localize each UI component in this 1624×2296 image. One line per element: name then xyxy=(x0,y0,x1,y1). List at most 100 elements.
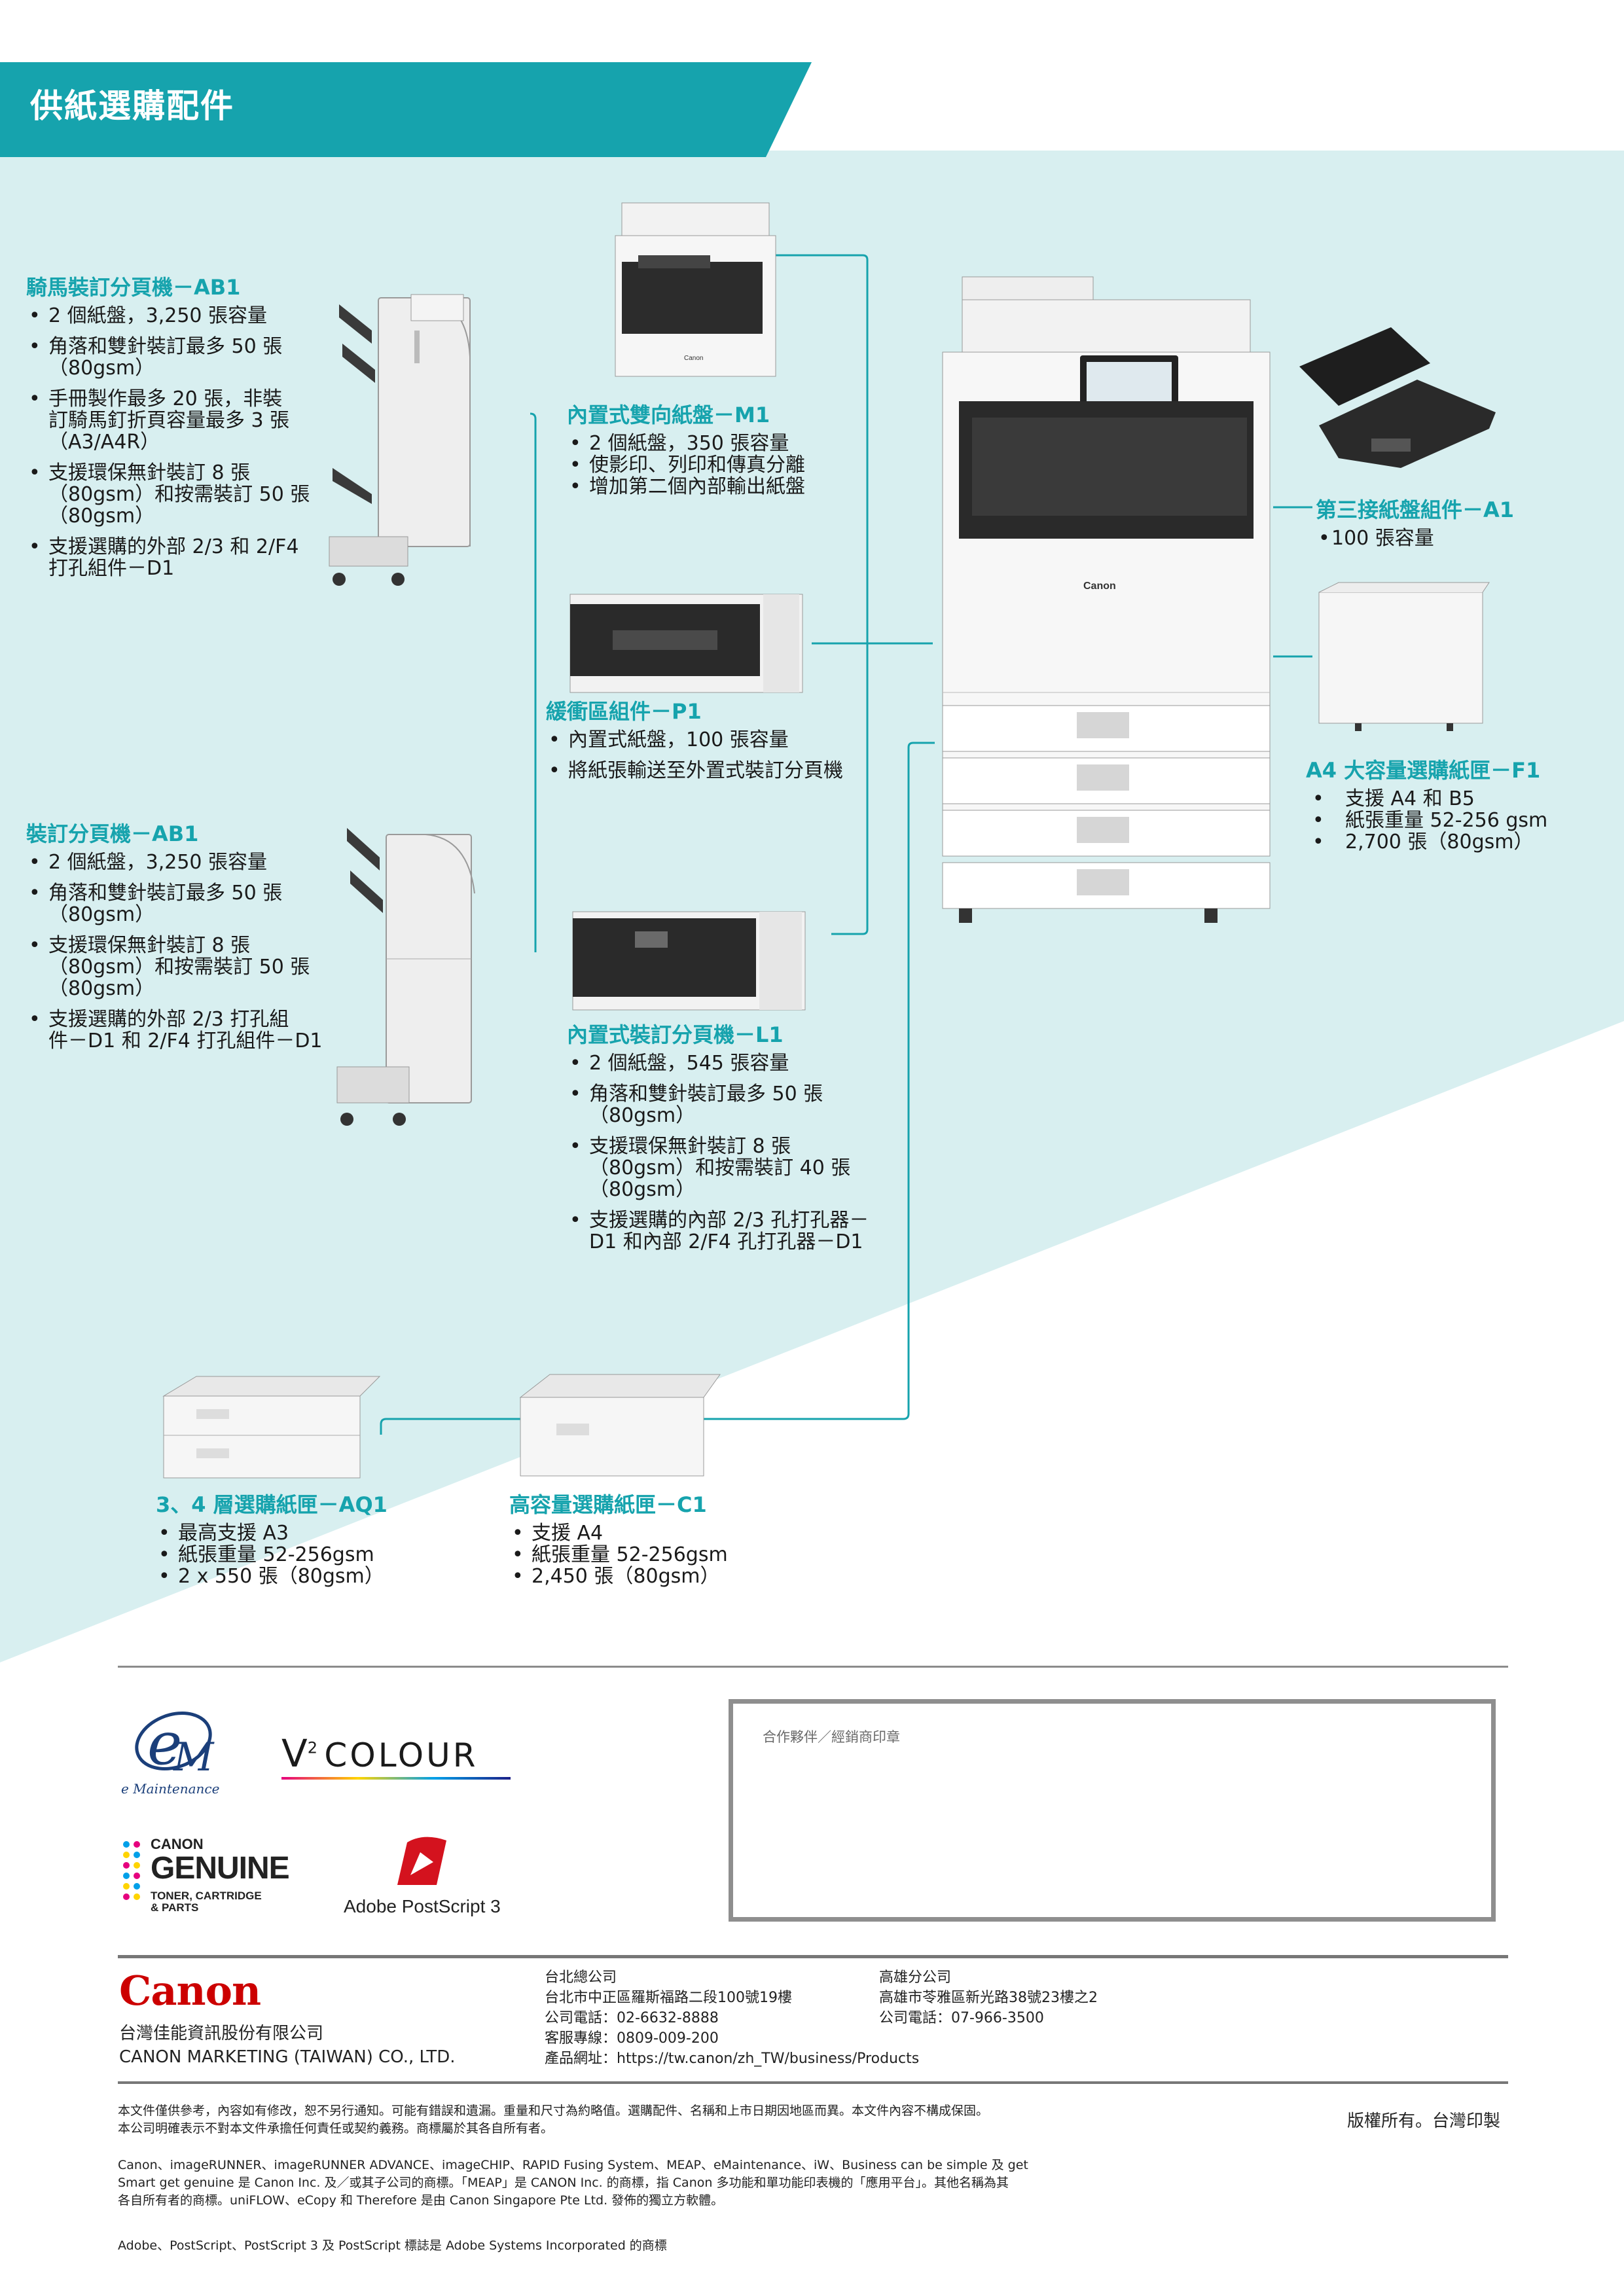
staple-finisher-title: 裝訂分頁機－AB1 xyxy=(26,821,199,846)
inner-2way-tray-list: 2 個紙盤，350 張容量 使影印、列印和傳真分離 增加第二個內部輸出紙盤 xyxy=(567,433,881,497)
list-item: 2,700 張（80gsm） xyxy=(1306,831,1614,853)
list-item: 角落和雙針裝訂最多 50 張 （80gsm） xyxy=(567,1083,894,1126)
saddle-finisher-block: 騎馬裝訂分頁機－AB1 2 個紙盤，3,250 張容量 角落和雙針裝訂最多 50… xyxy=(26,275,347,588)
list-item: 支援選購的內部 2/3 孔打孔器－ D1 和內部 2/F4 孔打孔器－D1 xyxy=(567,1210,894,1253)
taipei-service: 客服專線：0809-009-200 xyxy=(545,2030,719,2047)
list-item: 2 個紙盤，3,250 張容量 xyxy=(26,305,347,327)
taipei-address: 台北市中正區羅斯福路二段100號19樓 xyxy=(545,1990,792,2006)
list-item: 手冊製作最多 20 張，非裝 訂騎馬釘折頁容量最多 3 張 （A3/A4R） xyxy=(26,388,347,453)
list-item: 最高支援 A3 xyxy=(156,1522,457,1544)
inner-2way-tray-block: 內置式雙向紙盤－M1 2 個紙盤，350 張容量 使影印、列印和傳真分離 增加第… xyxy=(567,403,881,497)
inner-finisher-title: 內置式裝訂分頁機－L1 xyxy=(567,1022,784,1047)
genuine-sub1-label: TONER, CARTRIDGE xyxy=(151,1890,262,1902)
svg-text:M: M xyxy=(173,1734,215,1780)
kaohsiung-phone: 公司電話：07-966-3500 xyxy=(879,2010,1044,2026)
page-title: 供紙選購配件 xyxy=(30,87,234,125)
a4-hcf-block: A4 大容量選購紙匣－F1 支援 A4 和 B5 紙張重量 52-256 gsm… xyxy=(1306,758,1614,853)
taipei-website: 產品網址：https://tw.canon/zh_TW/business/Pro… xyxy=(545,2051,920,2067)
list-item: 支援選購的外部 2/3 打孔組 件－D1 和 2/F4 打孔組件－D1 xyxy=(26,1009,347,1052)
kaohsiung-title: 高雄分公司 xyxy=(879,1969,952,1986)
third-tray-block: 第三接紙盤組件－A1 100 張容量 xyxy=(1316,497,1591,549)
saddle-finisher-title: 騎馬裝訂分頁機－AB1 xyxy=(26,275,241,300)
genuine-top-label: CANON xyxy=(151,1836,204,1852)
emaintenance-logo: e M e Maintenance xyxy=(121,1708,236,1800)
canon-logo: Canon xyxy=(119,1967,261,2015)
footer-divider-mid xyxy=(118,1955,1508,1958)
list-item: 2,450 張（80gsm） xyxy=(509,1566,810,1587)
adobe-ps-label: Adobe PostScript 3 xyxy=(344,1896,501,1916)
third-tray-image xyxy=(1299,327,1496,468)
v2-mark: V2 xyxy=(281,1731,317,1776)
trademark-line-2: Smart get genuine 是 Canon Inc. 及／或其子公司的商… xyxy=(118,2176,1009,2190)
taipei-phone: 公司電話：02-6632-8888 xyxy=(545,2010,719,2026)
hcf-c1-block: 高容量選購紙匣－C1 支援 A4 紙張重量 52-256gsm 2,450 張（… xyxy=(509,1492,810,1587)
trademark-line-3: 各自所有者的商標。uniFLOW、eCopy 和 Therefore 是由 Ca… xyxy=(118,2193,724,2208)
inner-finisher-list: 2 個紙盤，545 張容量 角落和雙針裝訂最多 50 張 （80gsm） 支援環… xyxy=(567,1052,894,1253)
cassette-aq1-title: 3、4 層選購紙匣－AQ1 xyxy=(156,1492,388,1517)
buffer-pass-unit-image xyxy=(569,594,803,693)
canon-genuine-logo: CANON GENUINE TONER, CARTRIDGE & PARTS xyxy=(121,1836,304,1921)
list-item: 支援環保無針裝訂 8 張 （80gsm）和按需裝訂 40 張 （80gsm） xyxy=(567,1136,894,1200)
saddle-finisher-image xyxy=(329,294,471,586)
cassette-aq1-image xyxy=(162,1376,381,1479)
third-tray-title: 第三接紙盤組件－A1 xyxy=(1316,497,1515,522)
buffer-pass-block: 緩衝區組件－P1 內置式紙盤，100 張容量 將紙張輸送至外置式裝訂分頁機 xyxy=(546,699,899,791)
hcf-c1-list: 支援 A4 紙張重量 52-256gsm 2,450 張（80gsm） xyxy=(509,1522,810,1587)
genuine-dots-icon xyxy=(123,1841,140,1900)
connector-lines xyxy=(380,254,1312,1435)
svg-text:Canon: Canon xyxy=(1083,581,1116,592)
inner-finisher-image xyxy=(572,911,806,1011)
list-item: 將紙張輸送至外置式裝訂分頁機 xyxy=(546,760,899,781)
a4-hcf-title: A4 大容量選購紙匣－F1 xyxy=(1306,758,1541,783)
list-item: 內置式紙盤，100 張容量 xyxy=(546,729,899,751)
buffer-pass-list: 內置式紙盤，100 張容量 將紙張輸送至外置式裝訂分頁機 xyxy=(546,729,899,781)
inner-2way-tray-title: 內置式雙向紙盤－M1 xyxy=(567,403,770,427)
list-item: 2 個紙盤，350 張容量 xyxy=(567,433,881,454)
kaohsiung-address: 高雄市苓雅區新光路38號23樓之2 xyxy=(879,1990,1098,2006)
company-name-zh: 台灣佳能資訊股份有限公司 xyxy=(119,2024,324,2043)
inner-finisher-block: 內置式裝訂分頁機－L1 2 個紙盤，545 張容量 角落和雙針裝訂最多 50 張… xyxy=(567,1022,894,1262)
list-item: 增加第二個內部輸出紙盤 xyxy=(567,476,881,497)
hcf-c1-title: 高容量選購紙匣－C1 xyxy=(509,1492,707,1517)
list-item: 支援 A4 和 B5 xyxy=(1306,788,1614,810)
list-item: 支援環保無針裝訂 8 張 （80gsm）和按需裝訂 50 張 （80gsm） xyxy=(26,462,347,527)
v2-colour-logo: V2 COLOUR xyxy=(281,1731,517,1784)
adobe-trademark-note: Adobe、PostScript、PostScript 3 及 PostScri… xyxy=(118,2238,667,2253)
cassette-aq1-block: 3、4 層選購紙匣－AQ1 最高支援 A3 紙張重量 52-256gsm 2 x… xyxy=(156,1492,457,1587)
partner-stamp-box: 合作夥伴／經銷商印章 xyxy=(729,1699,1496,1922)
list-item: 支援選購的外部 2/3 和 2/F4 打孔組件－D1 xyxy=(26,536,347,579)
v2-colour-underline xyxy=(281,1777,511,1780)
list-item: 2 個紙盤，545 張容量 xyxy=(567,1052,894,1074)
footer-divider-top xyxy=(118,1666,1508,1668)
adobe-ps-mark-icon xyxy=(397,1837,446,1885)
disclaimer-line-2: 本公司明確表示不對本文件承擔任何責任或契約義務。商標屬於其各自所有者。 xyxy=(118,2121,554,2136)
hcf-c1-image xyxy=(519,1374,721,1477)
buffer-pass-title: 緩衝區組件－P1 xyxy=(546,699,702,724)
list-item: 2 x 550 張（80gsm） xyxy=(156,1566,457,1587)
svg-text:Canon: Canon xyxy=(684,355,703,362)
inner-2way-tray-image: Canon xyxy=(615,202,776,377)
trademark-line-1: Canon、imageRUNNER、imageRUNNER ADVANCE、im… xyxy=(118,2158,1028,2172)
stamp-label: 合作夥伴／經銷商印章 xyxy=(763,1730,900,1745)
third-tray-list: 100 張容量 xyxy=(1316,528,1591,549)
list-item: 100 張容量 xyxy=(1316,528,1591,549)
emaintenance-mark-icon: e M xyxy=(135,1710,215,1780)
disclaimer-line-1: 本文件僅供參考，內容如有修改，恕不另行通知。可能有錯誤和遺漏。重量和尺寸為約略值… xyxy=(118,2104,989,2118)
a4-hcf-list: 支援 A4 和 B5 紙張重量 52-256 gsm 2,700 張（80gsm… xyxy=(1306,788,1614,853)
svg-text:e: e xyxy=(147,1710,182,1778)
taipei-title: 台北總公司 xyxy=(545,1969,617,1986)
saddle-finisher-list: 2 個紙盤，3,250 張容量 角落和雙針裝訂最多 50 張 （80gsm） 手… xyxy=(26,305,347,579)
rights-note: 版權所有。台灣印製 xyxy=(1347,2111,1501,2131)
a4-hcf-image xyxy=(1318,582,1490,731)
list-item: 角落和雙針裝訂最多 50 張 （80gsm） xyxy=(26,882,347,925)
genuine-main-label: GENUINE xyxy=(151,1851,290,1886)
list-item: 紙張重量 52-256gsm xyxy=(509,1544,810,1566)
company-name-en: CANON MARKETING (TAIWAN) CO., LTD. xyxy=(119,2047,456,2067)
list-item: 使影印、列印和傳真分離 xyxy=(567,454,881,476)
list-item: 角落和雙針裝訂最多 50 張 （80gsm） xyxy=(26,336,347,379)
v2-colour-label: COLOUR xyxy=(324,1736,478,1774)
list-item: 支援 A4 xyxy=(509,1522,810,1544)
footer-divider-bottom xyxy=(118,2081,1508,2084)
staple-finisher-image xyxy=(336,828,475,1126)
staple-finisher-list: 2 個紙盤，3,250 張容量 角落和雙針裝訂最多 50 張 （80gsm） 支… xyxy=(26,852,347,1052)
